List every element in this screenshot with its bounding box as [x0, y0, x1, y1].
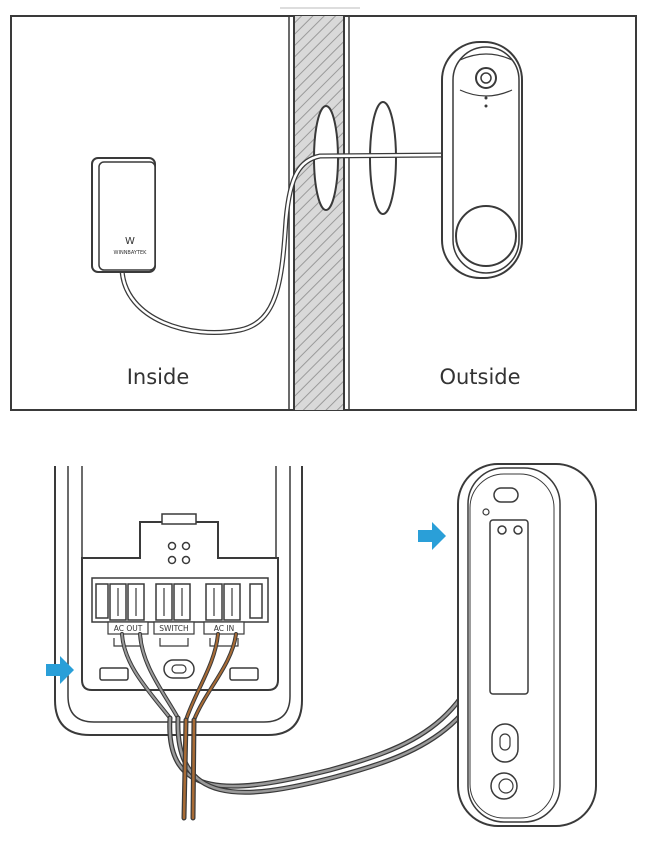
- top-panel: W WINNBAYTEK Inside Outside: [10, 7, 637, 411]
- transformer: W WINNBAYTEK: [91, 157, 156, 273]
- transformer-logo: W: [125, 236, 135, 247]
- terminal-wires: [120, 632, 238, 722]
- terminal-label-ac-out: AC OUT: [114, 624, 143, 633]
- terminal-label-switch: SWITCH: [159, 624, 188, 633]
- doorbell-button-icon: [455, 205, 517, 267]
- outside-label: Outside: [439, 365, 520, 389]
- doorbell-camera-icon: [475, 67, 497, 89]
- wall: [288, 16, 350, 410]
- arrow-right-icon-right: [418, 522, 446, 550]
- terminal-box: AC OUT SWITCH AC IN: [81, 513, 279, 691]
- transformer-brand: WINNBAYTEK: [114, 250, 148, 256]
- arrow-right-icon-left: [46, 656, 74, 684]
- bottom-panel: AC OUT SWITCH AC IN: [46, 463, 597, 827]
- terminal-label-ac-in: AC IN: [214, 624, 234, 633]
- doorbell-back: [457, 463, 597, 827]
- doorbell-top: [441, 41, 523, 279]
- inside-label: Inside: [127, 365, 190, 389]
- doorbell-back-button-icon: [490, 772, 518, 800]
